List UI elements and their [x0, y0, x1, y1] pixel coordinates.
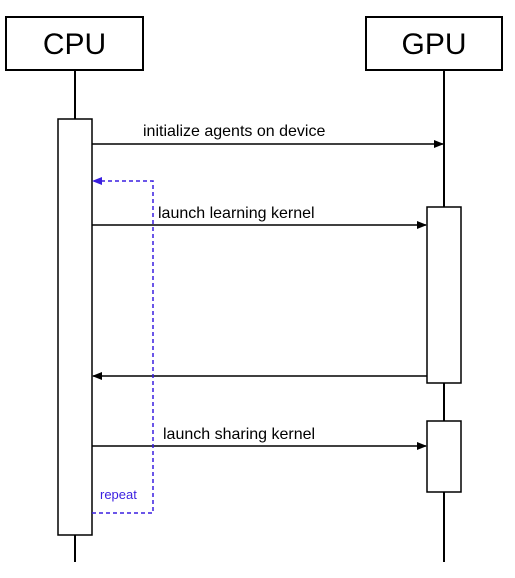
cpu-actor-label: CPU	[43, 28, 106, 61]
cpu-actor-box	[5, 16, 144, 71]
repeat-label: repeat	[100, 487, 137, 502]
cpu-actor: CPU	[5, 16, 144, 71]
repeat-loop-arrow	[92, 177, 154, 514]
learn-message-label: launch learning kernel	[158, 205, 315, 222]
share-message-label: launch sharing kernel	[163, 426, 315, 443]
gpu-activation-learning	[426, 206, 462, 384]
gpu-activation-sharing	[426, 420, 462, 493]
gpu-actor-box	[365, 16, 503, 71]
cpu-activation	[57, 118, 93, 536]
gpu-actor-label: GPU	[401, 28, 466, 61]
gpu-actor: GPU	[365, 16, 503, 71]
init-message-label: initialize agents on device	[143, 123, 325, 140]
